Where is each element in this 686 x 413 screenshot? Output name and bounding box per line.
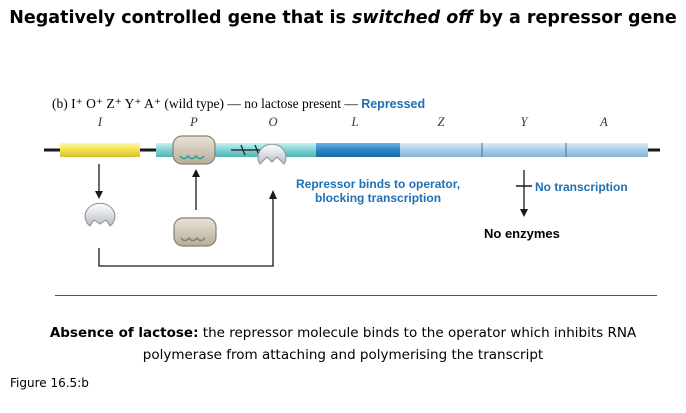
repressor-binding-path xyxy=(98,198,274,267)
i-gene-arrowhead-icon xyxy=(95,191,103,199)
title-suffix: by a repressor gene xyxy=(472,8,677,28)
gene-label-z: Z xyxy=(437,115,445,129)
repressor-bound-icon xyxy=(257,143,287,165)
caption: Absence of lactose: the repressor molecu… xyxy=(20,322,666,366)
lac-operon-diagram xyxy=(44,135,660,267)
repressed-status: Repressed xyxy=(361,97,426,111)
divider xyxy=(55,295,657,296)
no-transcription-note: No transcription xyxy=(535,180,628,194)
figure-label: Figure 16.5:b xyxy=(10,376,89,390)
leader-segment xyxy=(316,143,400,157)
title-emphasis: switched off xyxy=(352,8,473,28)
gene-z-segment xyxy=(400,143,482,157)
genotype-label: (b) I⁺ O⁺ Z⁺ Y⁺ A⁺ (wild type) — no lact… xyxy=(52,96,362,111)
gene-label-p: P xyxy=(190,115,198,129)
page-title: Negatively controlled gene that is switc… xyxy=(0,8,686,28)
no-enzymes-label: No enzymes xyxy=(484,226,560,241)
caption-bold: Absence of lactose: xyxy=(49,325,199,341)
repressor-path-arrowhead-icon xyxy=(269,190,277,199)
gene-label-o: O xyxy=(268,115,278,129)
gene-y-segment xyxy=(482,143,566,157)
repressor-binds-note: Repressor binds to operator, blocking tr… xyxy=(296,177,460,205)
polymerase-arrowhead-icon xyxy=(192,169,200,177)
caption-text: the repressor molecule binds to the oper… xyxy=(142,325,637,363)
gene-a-segment xyxy=(566,143,648,157)
title-prefix: Negatively controlled gene that is xyxy=(9,8,353,28)
genotype-heading: (b) I⁺ O⁺ Z⁺ Y⁺ A⁺ (wild type) — no lact… xyxy=(52,96,425,112)
repressor-binds-line2: blocking transcription xyxy=(315,191,442,205)
gene-label-i: I xyxy=(97,115,103,129)
gene-label-a: A xyxy=(600,115,608,129)
gene-label-y: Y xyxy=(520,115,528,129)
rna-polymerase-icon xyxy=(172,135,216,165)
repressor-free-icon xyxy=(84,202,116,227)
repressor-binds-line1: Repressor binds to operator, xyxy=(296,177,461,191)
rna-polymerase-free-icon xyxy=(173,217,217,247)
no-transcription-arrowhead-icon xyxy=(520,209,528,217)
gene-i-segment xyxy=(60,143,140,157)
gene-label-l: L xyxy=(351,115,359,129)
